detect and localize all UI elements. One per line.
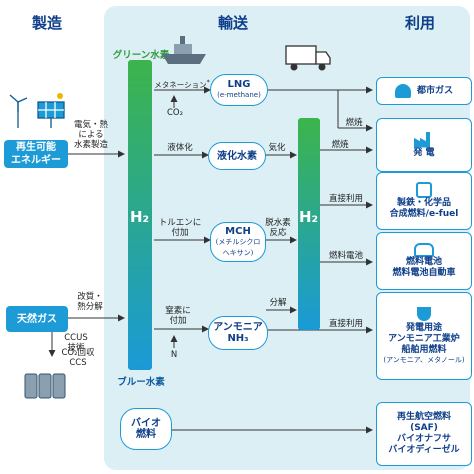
mch-title: MCH — [225, 225, 251, 237]
co2-capture-label: CO₂回収 CCS — [58, 348, 98, 368]
direct-use-label-2: 直接利用 — [328, 319, 363, 329]
nitrogen-line-2: 付加 — [169, 316, 187, 326]
ammonia-use-line-2: アンモニア工業炉 — [388, 334, 460, 344]
carrier-mch: MCH (メチルシクロ ヘキサン) — [210, 222, 266, 262]
ev-car-icon — [414, 243, 434, 257]
carrier-liquid-hydrogen: 液化水素 — [208, 142, 266, 170]
co2-input-label: CO₂ — [166, 108, 184, 118]
ammonia-use-line-3: 船舶用燃料 — [401, 345, 447, 355]
use-aviation: 再生航空燃料 (SAF) バイオナフサ バイオディーゼル — [376, 402, 472, 466]
solar-wind-icon — [9, 93, 65, 128]
h2-label-left: H₂ — [130, 208, 150, 226]
direct-use-label-1: 直接利用 — [328, 194, 363, 204]
ammonia-sub: NH₃ — [227, 333, 249, 344]
steel-label-2: 合成燃料/e-fuel — [389, 209, 459, 219]
lng-title: LNG — [227, 79, 251, 90]
steel-label-1: 製鉄・化学品 — [396, 198, 451, 208]
aviation-line-1: 再生航空燃料 — [396, 412, 451, 422]
vaporization-label: 気化 — [268, 143, 286, 153]
renewable-energy-source: 再生可能 エネルギー — [4, 140, 68, 168]
lng-sub: (e-methane) — [217, 91, 261, 99]
renewable-line-2: エネルギー — [11, 155, 61, 166]
mch-sub-1: (メチルシクロ — [215, 237, 261, 246]
ship-icon — [162, 36, 206, 64]
fuel-cell-use-label-2: 燃料電池自動車 — [392, 268, 456, 278]
aviation-line-2: (SAF) — [410, 423, 438, 433]
blue-hydrogen-label: ブルー水素 — [117, 377, 165, 388]
flask-icon — [417, 307, 431, 321]
robot-arm-icon — [416, 182, 432, 198]
ccus-line-2: 技術 — [67, 343, 85, 353]
fuel-cell-label: 燃料電池 — [328, 251, 363, 261]
dehydrogenation-line-1: 脱水素 — [265, 218, 291, 228]
methanation-label: メタネーション* — [154, 78, 210, 91]
h2-label-right: H₂ — [299, 208, 319, 226]
methanation-text: メタネーション — [154, 80, 207, 90]
electrolysis-line-2: による — [78, 130, 104, 140]
use-steel-chemical: 製鉄・化学品 合成燃料/e-fuel — [376, 172, 472, 230]
fuel-cell-use-label-1: 燃料電池 — [405, 257, 442, 267]
dehydrogenation-label: 脱水素 反応 — [262, 218, 294, 238]
co2-capture-line-2: CCS — [69, 358, 87, 368]
decompose-label: 分解 — [269, 298, 287, 308]
use-city-gas: 都市ガス — [376, 77, 472, 105]
ccus-label: CCUS 技術 — [58, 333, 94, 353]
liquid-hydrogen-title: 液化水素 — [217, 150, 257, 162]
electrolysis-label: 電気・熱 による 水素製造 — [66, 120, 116, 150]
ccus-line-1: CCUS — [64, 333, 88, 343]
power-label: 発 電 — [413, 147, 435, 158]
use-power: 発 電 — [376, 118, 472, 172]
aviation-line-4: バイオディーゼル — [388, 445, 460, 455]
header-manufacture: 製造 — [31, 14, 62, 32]
toluene-line-2: 付加 — [171, 228, 189, 238]
factory-icon — [414, 131, 430, 148]
storage-drum-icon — [24, 373, 66, 399]
green-hydrogen-label: グリーン水素 — [112, 50, 170, 61]
bio-line-1: バイオ — [131, 418, 161, 429]
bio-fuel: バイオ 燃料 — [120, 408, 172, 450]
h2-bar-right — [298, 118, 320, 330]
toluene-label: トルエンに 付加 — [156, 218, 204, 238]
ammonia-use-line-1: 発電用途 — [405, 323, 442, 333]
truck-icon — [285, 45, 331, 71]
reforming-line-2: 熱分解 — [77, 302, 103, 312]
combustion-label-2: 燃焼 — [331, 140, 349, 150]
electrolysis-line-1: 電気・熱 — [73, 120, 108, 130]
natural-gas-source: 天然ガス — [6, 306, 68, 332]
gas-tank-icon — [394, 84, 411, 98]
ammonia-use-sub: (アンモニア、メタノール) — [383, 356, 465, 364]
header-transport: 輸送 — [217, 14, 248, 32]
use-fuel-cell: 燃料電池 燃料電池自動車 — [376, 232, 472, 290]
carrier-lng: LNG (e-methane) — [210, 74, 268, 106]
use-ammonia: 発電用途 アンモニア工業炉 船舶用燃料 (アンモニア、メタノール) — [376, 292, 472, 380]
city-gas-label: 都市ガス — [416, 85, 453, 96]
reforming-label: 改質・ 熱分解 — [66, 292, 114, 312]
aviation-line-3: バイオナフサ — [396, 434, 451, 444]
h2-bar-left — [128, 60, 152, 370]
renewable-line-1: 再生可能 — [16, 142, 56, 153]
methanation-note-mark: * — [206, 79, 210, 86]
combustion-label-1: 燃焼 — [345, 118, 363, 128]
nitrogen-input-label: N — [170, 350, 178, 360]
toluene-line-1: トルエンに — [158, 218, 202, 228]
nitrogen-label: 窒素に 付加 — [158, 306, 198, 326]
header-use: 利用 — [404, 14, 435, 32]
carrier-ammonia: アンモニア NH₃ — [208, 316, 268, 350]
reforming-line-1: 改質・ — [77, 292, 103, 302]
dehydrogenation-line-2: 反応 — [269, 228, 287, 238]
co2-capture-line-1: CO₂回収 — [61, 348, 95, 358]
liquefaction-label: 液体化 — [167, 143, 193, 153]
ammonia-title: アンモニア — [213, 322, 263, 333]
bio-line-2: 燃料 — [136, 429, 156, 440]
electrolysis-line-3: 水素製造 — [73, 140, 108, 150]
mch-sub-2: ヘキサン) — [222, 248, 254, 257]
nitrogen-line-1: 窒素に — [165, 306, 191, 316]
